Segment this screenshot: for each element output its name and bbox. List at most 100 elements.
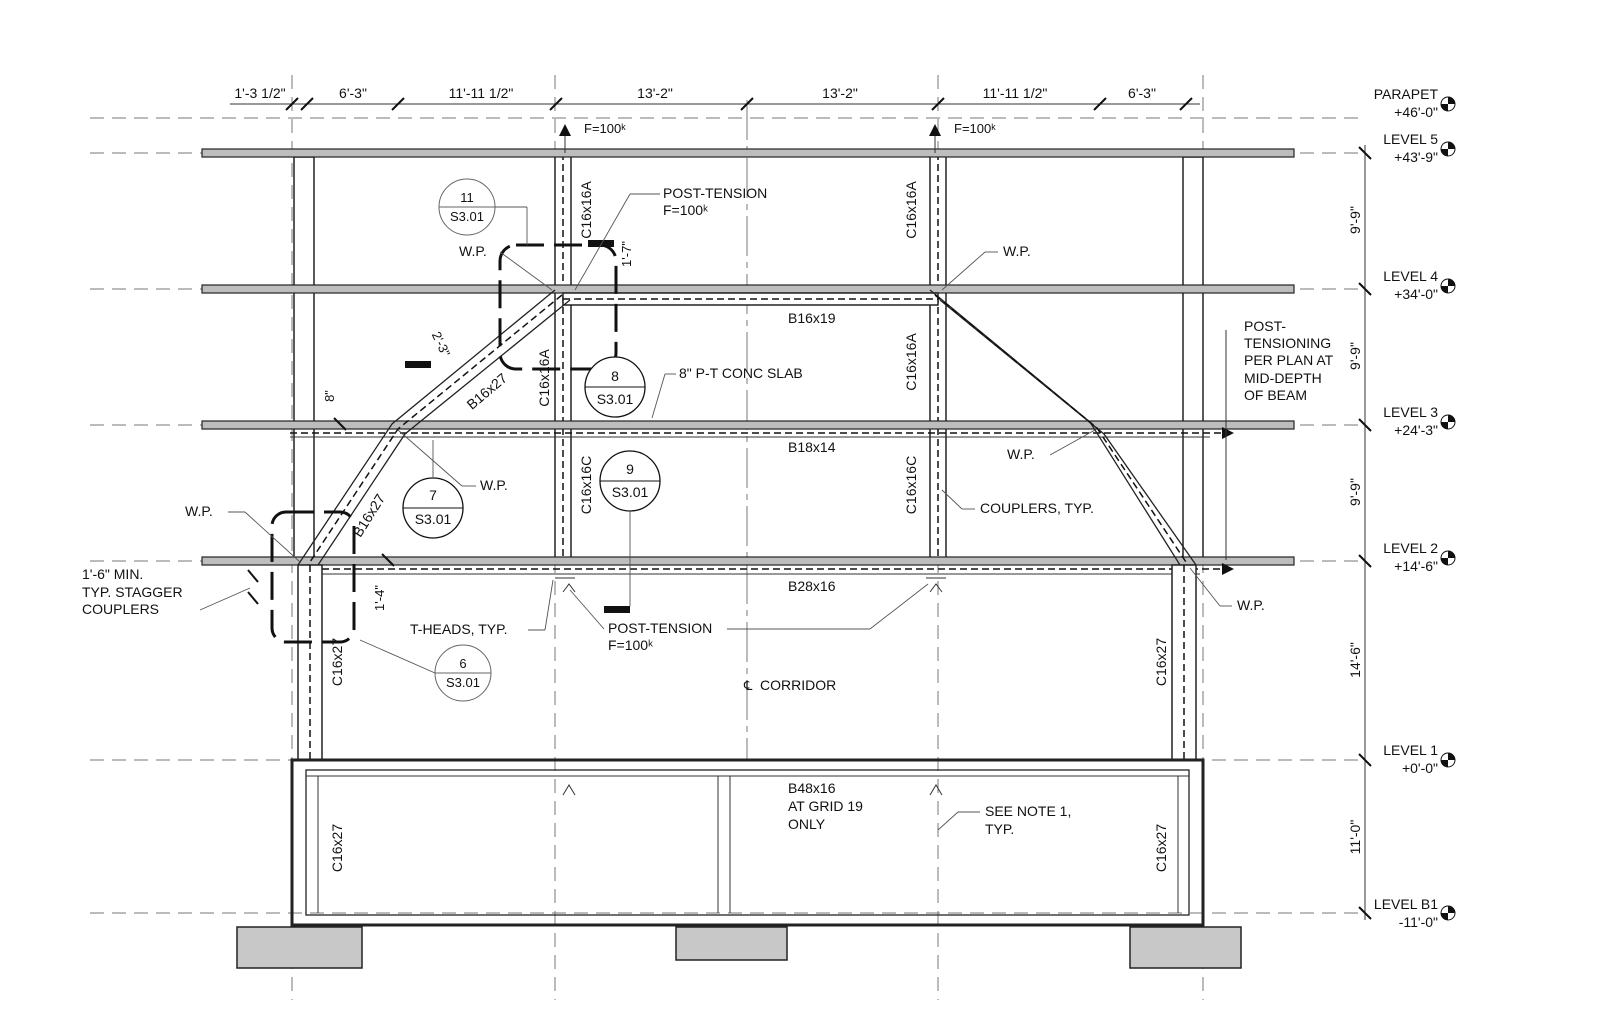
label-levels-1-name: LEVEL 5 bbox=[1383, 131, 1438, 147]
label-small_dims-d2_3: 2'-3" bbox=[429, 329, 454, 359]
t-heads-note: T-HEADS, TYP. bbox=[410, 621, 508, 637]
see-note-1: SEE NOTE 1, bbox=[985, 803, 1071, 819]
wp-label: W.P. bbox=[480, 477, 508, 493]
post-tension-note-top: POST-TENSION bbox=[663, 185, 767, 201]
corridor-label: CORRIDOR bbox=[760, 677, 836, 693]
label-callouts-0-sheet: S3.01 bbox=[450, 209, 484, 224]
section-callout-11[interactable]: 11 S3.01 bbox=[438, 178, 528, 245]
dim-top-2: 6'-3" bbox=[339, 85, 367, 101]
label-callouts-2-sheet: S3.01 bbox=[612, 484, 649, 500]
wp-label: W.P. bbox=[459, 243, 487, 259]
label-beams-b48x16-2: ONLY bbox=[788, 816, 826, 832]
label-notes-see_note-1: TYP. bbox=[985, 821, 1014, 837]
label-beams-b48x16-0: B48x16 bbox=[788, 780, 836, 796]
wp-label: W.P. bbox=[185, 503, 213, 519]
level-1: LEVEL 1 +0'-0" bbox=[1383, 742, 1456, 776]
label-callouts-3-num: 7 bbox=[429, 487, 437, 503]
label-dimensions_right-4: 11'-0" bbox=[1347, 820, 1363, 855]
level-4: LEVEL 4+34'-0" bbox=[1383, 268, 1456, 302]
label-callouts-1-num: 8 bbox=[611, 368, 619, 384]
label-levels-4-elev: +14'-6" bbox=[1394, 558, 1438, 574]
level-parapet: PARAPET +46'-0" bbox=[1374, 86, 1456, 120]
label-levels-0-name: PARAPET bbox=[1374, 86, 1439, 102]
label-beams-b28x16: B28x16 bbox=[788, 578, 836, 594]
section-callout-8[interactable]: 8 S3.01 bbox=[584, 356, 646, 418]
section-callout-9[interactable]: 9 S3.01 bbox=[599, 450, 661, 606]
dim-top-7: 6'-3" bbox=[1128, 85, 1156, 101]
label-small_dims-d1_7: 1'-7" bbox=[619, 241, 634, 267]
dim-top-4: 13'-2" bbox=[637, 85, 673, 101]
label-levels-3-name: LEVEL 3 bbox=[1383, 404, 1438, 420]
top-dimension-string: 1'-3 1/2" 6'-3" 11'-11 1/2" 13'-2" 13'-2… bbox=[230, 85, 1200, 111]
label-levels-4-name: LEVEL 2 bbox=[1383, 540, 1438, 556]
label-small_dims-d8: 8" bbox=[322, 390, 337, 402]
label-forces-right: F=100ᵏ bbox=[954, 121, 996, 136]
label-forces-left: F=100ᵏ bbox=[584, 121, 626, 136]
dim-top-3: 11'-11 1/2" bbox=[449, 85, 514, 101]
detail-box-6 bbox=[270, 510, 356, 644]
level-b1: LEVEL B1-11'-0" bbox=[1374, 896, 1456, 930]
level-3: LEVEL 3 +24'-3" bbox=[1383, 404, 1456, 438]
detail-box-11 bbox=[498, 243, 618, 371]
label-notes-post_tension_top-1: F=100ᵏ bbox=[663, 202, 708, 218]
label-levels-5-elev: +0'-0" bbox=[1402, 760, 1438, 776]
wp-label: W.P. bbox=[1003, 243, 1031, 259]
label-columns-c16x27_3: C16x27 bbox=[329, 824, 345, 872]
corridor-centerline-symbol: ℄ bbox=[743, 678, 753, 693]
label-callouts-1-sheet: S3.01 bbox=[597, 391, 634, 407]
basement-walls bbox=[290, 758, 1205, 927]
section-callout-7[interactable]: 7 S3.01 bbox=[402, 440, 464, 539]
label-columns-c16x27_1: C16x27 bbox=[329, 638, 345, 686]
inclined-braces bbox=[297, 289, 1197, 566]
label-callouts-4-sheet: S3.01 bbox=[446, 675, 480, 690]
couplers-note: COUPLERS, TYP. bbox=[980, 500, 1094, 516]
label-levels-0-elev: +46'-0" bbox=[1394, 104, 1438, 120]
label-columns-c16x27_4: C16x27 bbox=[1153, 824, 1169, 872]
label-notes-stagger-2: COUPLERS bbox=[82, 601, 159, 617]
label-notes-pt_per_plan-3: MID-DEPTH bbox=[1244, 370, 1322, 386]
footings bbox=[236, 926, 1242, 969]
label-dimensions_right-3: 14'-6" bbox=[1347, 642, 1363, 678]
annotation-notes: POST-TENSION F=100ᵏ POST-TENSION F=100ᵏ … bbox=[82, 185, 1334, 837]
label-levels-3-elev: +24'-3" bbox=[1394, 422, 1438, 438]
label-dimensions_right-0: 9'-9" bbox=[1347, 206, 1363, 234]
floor-slabs bbox=[201, 148, 1295, 566]
label-notes-stagger-1: TYP. STAGGER bbox=[82, 584, 183, 600]
label-callouts-3-sheet: S3.01 bbox=[415, 511, 452, 527]
label-notes-pt_per_plan-2: PER PLAN AT bbox=[1244, 352, 1334, 368]
label-callouts-4-num: 6 bbox=[459, 656, 466, 671]
slab-note: 8" P-T CONC SLAB bbox=[679, 365, 803, 381]
label-columns-c16x16c_2: C16x16C bbox=[903, 456, 919, 514]
small-dimensions: 1'-7" 2'-3" 8" 1'-4" bbox=[247, 241, 634, 611]
label-levels-2-elev: +34'-0" bbox=[1394, 286, 1438, 302]
label-beams-b48x16-1: AT GRID 19 bbox=[788, 798, 863, 814]
column-labels: C16x16A C16x16A C16x16A C16x16A C16x16C … bbox=[329, 181, 1169, 873]
stagger-note: 1'-6" MIN. bbox=[82, 566, 143, 582]
label-levels-5-name: LEVEL 1 bbox=[1383, 742, 1438, 758]
dim-top-5: 13'-2" bbox=[822, 85, 858, 101]
label-columns-c16x16a_1: C16x16A bbox=[578, 181, 594, 239]
dim-top-6: 11'-11 1/2" bbox=[983, 85, 1048, 101]
section-callout-6[interactable]: 6 S3.01 bbox=[359, 639, 492, 702]
label-callouts-2-num: 9 bbox=[626, 461, 634, 477]
label-columns-c16x16a_3: C16x16A bbox=[536, 349, 552, 407]
label-columns-c16x16c_1: C16x16C bbox=[578, 456, 594, 514]
label-notes-pt_per_plan-1: TENSIONING bbox=[1244, 335, 1331, 351]
wp-label: W.P. bbox=[1237, 597, 1265, 613]
label-beams-b16x27_2: B16x27 bbox=[349, 491, 388, 540]
label-beams-b16x19: B16x19 bbox=[788, 310, 836, 326]
label-small_dims-d1_4: 1'-4" bbox=[372, 585, 387, 611]
label-callouts-0-num: 11 bbox=[460, 190, 474, 205]
label-levels-1-elev: +43'-9" bbox=[1394, 149, 1438, 165]
level-5: LEVEL 5 +43'-9" bbox=[1383, 131, 1456, 165]
label-columns-c16x16a_2: C16x16A bbox=[903, 181, 919, 239]
label-beams-b18x14: B18x14 bbox=[788, 439, 836, 455]
level-2: LEVEL 2 +14'-6" bbox=[1383, 540, 1456, 574]
dim-top-1: 1'-3 1/2" bbox=[234, 85, 285, 101]
level-grid-lines bbox=[90, 117, 1365, 914]
label-notes-post_tension_bottom-1: F=100ᵏ bbox=[608, 637, 653, 653]
label-dimensions_right-2: 9'-9" bbox=[1347, 478, 1363, 506]
label-columns-c16x27_2: C16x27 bbox=[1153, 638, 1169, 686]
transfer-beams bbox=[290, 292, 1234, 575]
